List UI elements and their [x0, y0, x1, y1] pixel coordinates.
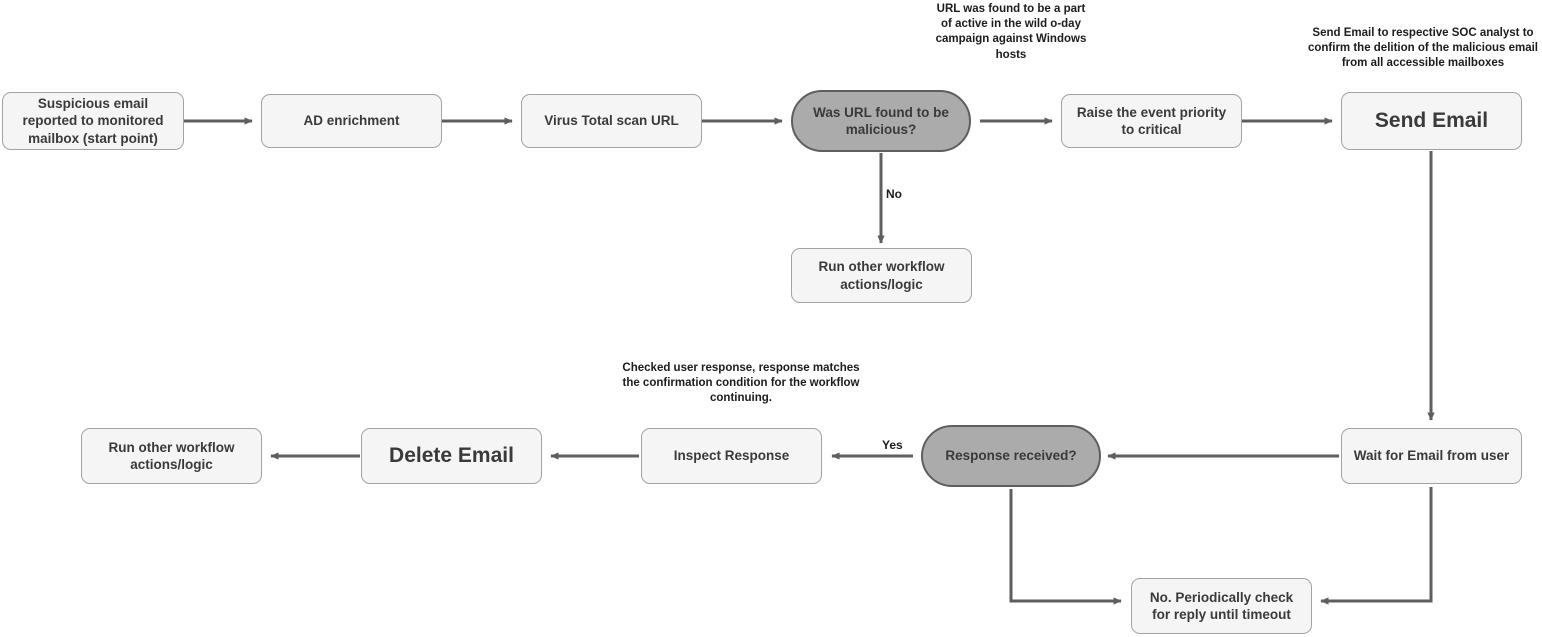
node-ad-enrichment[interactable]: AD enrichment — [261, 94, 442, 148]
annotation-checked-user-response: Checked user response, response matches … — [622, 362, 860, 405]
node-raise-event-priority[interactable]: Raise the event priority to critical — [1061, 94, 1242, 148]
annotation-soc-analyst-email: Send Email to respective SOC analyst to … — [1307, 27, 1539, 70]
node-run-other-workflow-2[interactable]: Run other workflow actions/logic — [81, 428, 262, 484]
node-response-received-decision[interactable]: Response received? — [921, 425, 1101, 487]
node-suspicious-email-start[interactable]: Suspicious email reported to monitored m… — [2, 92, 184, 150]
edge-label-no: No — [886, 187, 902, 201]
node-delete-email[interactable]: Delete Email — [361, 428, 542, 484]
edge-responserecv-to-timeout — [1009, 489, 1122, 605]
node-virus-total-scan-url[interactable]: Virus Total scan URL — [521, 94, 702, 148]
node-run-other-workflow-1[interactable]: Run other workflow actions/logic — [791, 248, 972, 303]
node-was-url-malicious-decision[interactable]: Was URL found to be malicious? — [791, 90, 971, 152]
node-inspect-response[interactable]: Inspect Response — [641, 428, 822, 484]
node-send-email[interactable]: Send Email — [1341, 92, 1522, 150]
node-wait-for-email[interactable]: Wait for Email from user — [1341, 428, 1522, 484]
edge-wait-to-timeout — [1320, 487, 1433, 605]
node-periodically-check-timeout[interactable]: No. Periodically check for reply until t… — [1131, 578, 1312, 634]
annotation-zeroday-campaign: URL was found to be a part of active in … — [935, 3, 1087, 61]
edge-label-yes: Yes — [882, 438, 903, 452]
